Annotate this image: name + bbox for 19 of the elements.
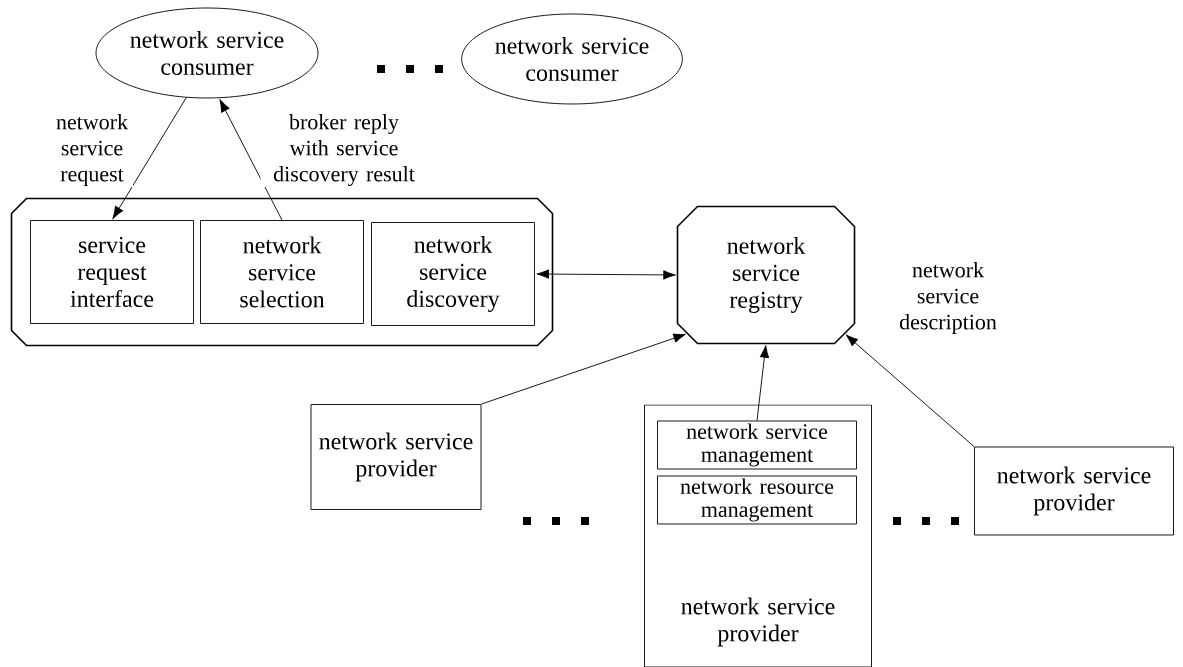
- provider-box: network service provider: [974, 446, 1174, 536]
- component-box: service request interface: [30, 220, 194, 324]
- arrow: [112, 97, 187, 219]
- broker-box: [10, 197, 554, 347]
- edge-label: network service request: [51, 113, 133, 187]
- ellipse-node: network service consumer: [461, 13, 683, 105]
- component-box: network service discovery: [371, 222, 535, 326]
- edge-label: network service description: [892, 261, 1004, 335]
- ellipse-node: network service consumer: [95, 7, 319, 99]
- component-box: network resource management: [657, 475, 857, 525]
- edge-label: broker reply with service discovery result: [260, 113, 428, 187]
- registry-box: network service registry: [676, 205, 856, 345]
- arrow: [219, 99, 283, 221]
- provider-box: network service provider: [310, 404, 482, 510]
- arrow: [536, 269, 676, 280]
- arrow: [845, 334, 975, 447]
- arrow: [481, 333, 686, 405]
- component-box: network service selection: [200, 220, 364, 324]
- arrow: [756, 345, 770, 421]
